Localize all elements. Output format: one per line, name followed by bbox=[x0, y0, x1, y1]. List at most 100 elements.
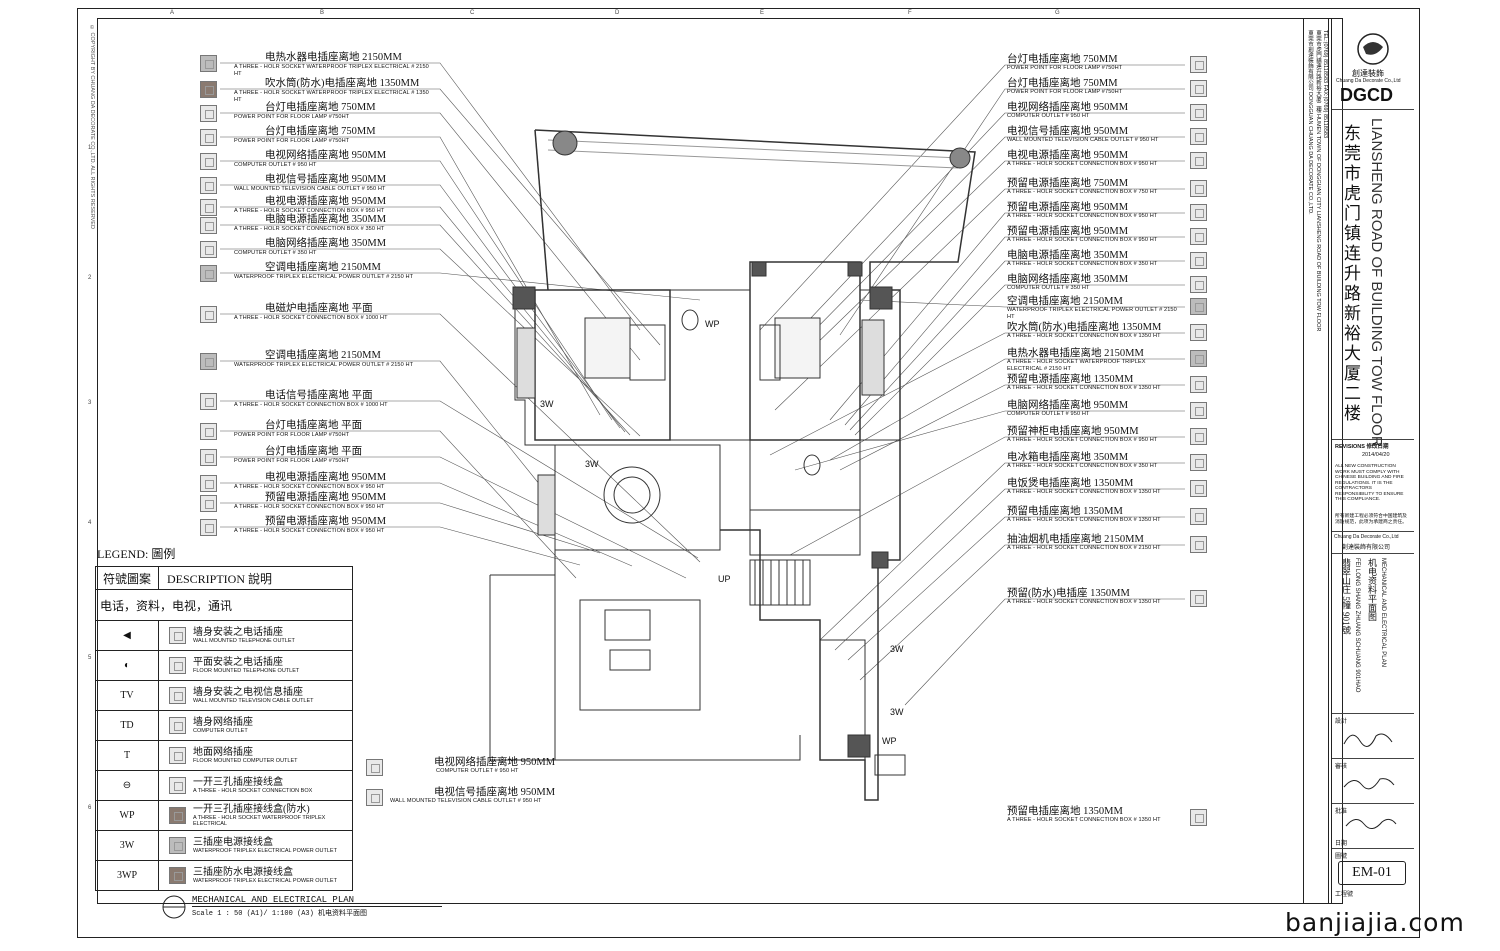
callout-label: 预留电插座离地 1350MM bbox=[1007, 506, 1123, 517]
project-en: LIANSHENG ROAD OF BUILDING TOW FLOOR bbox=[1368, 118, 1385, 447]
socket-icon bbox=[1190, 298, 1207, 315]
callout-description: A THREE - HOLR SOCKET CONNECTION BOX # 1… bbox=[1007, 517, 1161, 523]
legend-description: WALL MOUNTED TELEPHONE OUTLET bbox=[193, 637, 295, 644]
legend-symbol-icon: 3WP bbox=[96, 861, 159, 890]
plan-scale: Scale 1 : 50 (A1)/ 1:100 (A3) 机电资料平面图 bbox=[192, 910, 368, 918]
drawing-cn: 翡翠山庄 5幢 901號 bbox=[1341, 558, 1351, 635]
leader-line bbox=[220, 400, 699, 559]
callout-description: A THREE - HOLR SOCKET CONNECTION BOX # 1… bbox=[1007, 333, 1161, 339]
callout-label: 空调电插座离地 2150MM bbox=[265, 350, 381, 361]
callout-description: A THREE - HOLR SOCKET WATERPROOF TRIPLEX… bbox=[1007, 359, 1146, 372]
leader-line bbox=[789, 436, 1185, 556]
socket-icon bbox=[200, 153, 217, 170]
outlet-wp-label: WP bbox=[705, 319, 720, 329]
callout-description: A THREE - HOLR SOCKET WATERPROOF TRIPLEX… bbox=[234, 64, 429, 77]
leader-line bbox=[904, 598, 1185, 706]
company-section-2: Chuang Da Decorate Co.,Ltd 創達裝飾有限公司 bbox=[1332, 532, 1414, 554]
signature-icon bbox=[1343, 778, 1395, 790]
socket-icon bbox=[1190, 180, 1207, 197]
legend-label: 平面安装之电话插座 bbox=[193, 656, 283, 668]
callout-description: A THREE - HOLR SOCKET CONNECTION BOX # 2… bbox=[1007, 545, 1161, 551]
grid-ref-top: B bbox=[320, 10, 325, 16]
revisions-label: REVISIONS 修改日期 bbox=[1335, 444, 1389, 450]
socket-icon bbox=[1190, 350, 1207, 367]
outlet-3w-label: 3W bbox=[890, 644, 904, 654]
callout-description: A THREE - HOLR SOCKET CONNECTION BOX # 9… bbox=[234, 528, 385, 534]
legend-table: 符號圖案 DESCRIPTION 說明 电话，资料，电视，通讯 ◀墙身安装之电话… bbox=[95, 566, 353, 891]
callout-label: 台灯电插座离地 750MM bbox=[265, 102, 376, 113]
socket-icon bbox=[1190, 228, 1207, 245]
legend-group-heading: 电话，资料，电视，通讯 bbox=[96, 590, 352, 621]
brand-name: DGCD bbox=[1340, 85, 1393, 105]
legend-symbol-icon: WP bbox=[96, 801, 159, 830]
legend-description: FLOOR MOUNTED COMPUTER OUTLET bbox=[193, 757, 298, 764]
callout-description: A THREE - HOLR SOCKET CONNECTION BOX # 1… bbox=[1007, 599, 1161, 605]
compliance-note: ALL NEW CONSTRUCTION WORK MUST COMPLY WI… bbox=[1335, 464, 1404, 502]
socket-icon bbox=[366, 759, 383, 776]
socket-icon bbox=[200, 519, 217, 536]
stair-up-label: UP bbox=[718, 574, 731, 584]
grid-ref-top: A bbox=[170, 10, 175, 16]
company-logo-icon bbox=[1357, 33, 1389, 65]
socket-icon bbox=[200, 475, 217, 492]
callout-description: COMPUTER OUTLET # 350 HT bbox=[1007, 285, 1090, 291]
company-cn: 創達裝飾 bbox=[1352, 69, 1384, 78]
leader-line bbox=[220, 502, 601, 554]
callout-label: 电视网络插座离地 950MM bbox=[265, 150, 387, 161]
checker-label: 審核 bbox=[1335, 764, 1348, 770]
revisions-section: REVISIONS 修改日期 2014/04/20 ALL NEW CONSTR… bbox=[1332, 440, 1414, 532]
callout-description: A THREE - HOLR SOCKET CONNECTION BOX # 1… bbox=[234, 402, 388, 408]
callout-description: POWER POINT FOR FLOOR LAMP #750HT bbox=[1007, 89, 1123, 95]
callout-description: A THREE - HOLR SOCKET CONNECTION BOX # 7… bbox=[1007, 189, 1158, 195]
grid-ref-left: 2 bbox=[88, 275, 92, 281]
legend-col-symbol: 符號圖案 bbox=[96, 567, 159, 589]
socket-icon bbox=[200, 353, 217, 370]
socket-icon bbox=[200, 393, 217, 410]
callout-description: A THREE - HOLR SOCKET CONNECTION BOX # 1… bbox=[1007, 489, 1161, 495]
callout-label: 电脑网络插座离地 950MM bbox=[1007, 400, 1129, 411]
grid-ref-left: 3 bbox=[88, 400, 92, 406]
grid-ref-top: F bbox=[908, 10, 912, 16]
date-label: 日期 bbox=[1335, 841, 1348, 847]
grid-ref-left: 6 bbox=[88, 805, 92, 811]
callout-label: 吹水筒(防水)电插座离地 1350MM bbox=[265, 78, 420, 89]
callout-description: A THREE - HOLR SOCKET CONNECTION BOX # 1… bbox=[234, 315, 388, 321]
callout-description: WATERPROOF TRIPLEX ELECTRICAL POWER OUTL… bbox=[234, 274, 414, 280]
callout-description: A THREE - HOLR SOCKET WATERPROOF TRIPLEX… bbox=[234, 90, 429, 103]
callout-label: 电视电源插座离地 950MM bbox=[265, 196, 387, 207]
legend-swatch-icon bbox=[169, 837, 186, 854]
leader-line bbox=[834, 488, 1185, 651]
leader-line bbox=[220, 62, 641, 331]
socket-icon bbox=[200, 306, 217, 323]
drawing-en: FEI LONG SHANG ZHUANG SCHUANG 901HAO bbox=[1354, 558, 1360, 693]
callout-description: POWER POINT FOR FLOOR LAMP #750HT bbox=[234, 114, 350, 120]
leader-line bbox=[220, 88, 661, 346]
callout-label: 空调电插座离地 2150MM bbox=[265, 262, 381, 273]
callout-description: A THREE - HOLR SOCKET CONNECTION BOX # 9… bbox=[1007, 237, 1158, 243]
leader-line bbox=[847, 516, 1185, 661]
tv-socket-icon bbox=[366, 789, 383, 806]
spine-phone: TEL:(0769) 85118583 FAX:(0769) 85118583 bbox=[1322, 30, 1328, 139]
leader-line bbox=[839, 88, 1185, 336]
callout-label: 电饭煲电插座离地 1350MM bbox=[1007, 478, 1134, 489]
leader-line bbox=[220, 456, 687, 579]
leader-line bbox=[220, 272, 701, 301]
leader-line bbox=[220, 430, 577, 579]
leader-line bbox=[799, 136, 1185, 346]
leader-line bbox=[829, 212, 1185, 421]
socket-icon bbox=[200, 241, 217, 258]
socket-icon bbox=[200, 217, 217, 234]
legend-symbol-icon: T bbox=[96, 741, 159, 770]
callout-label: 电视网络插座离地 950MM bbox=[1007, 102, 1129, 113]
plan-title-block: MECHANICAL AND ELECTRICAL PLAN Scale 1 :… bbox=[160, 892, 442, 922]
